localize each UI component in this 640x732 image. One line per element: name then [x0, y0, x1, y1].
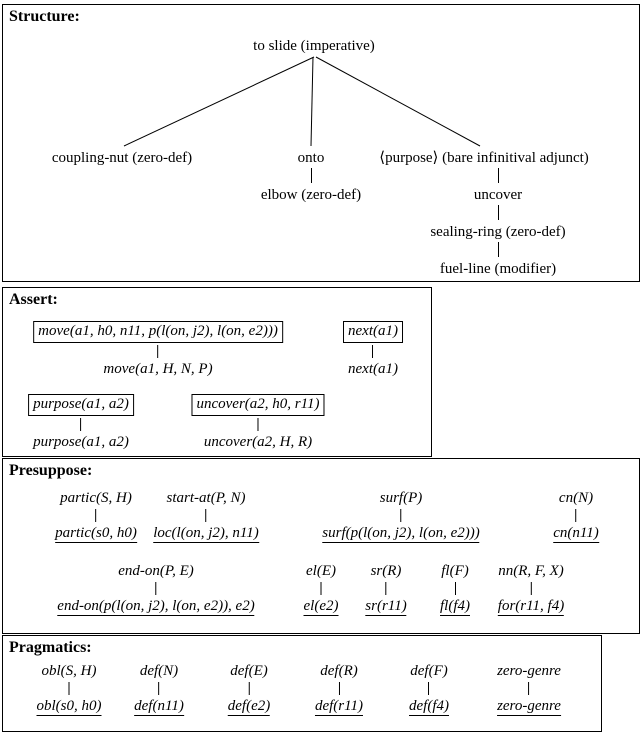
- presupposition-formula: partic(S, H): [60, 490, 132, 506]
- tree-edge: [310, 56, 314, 147]
- tree-node-fuel-line: fuel-line (modifier): [439, 261, 557, 277]
- presuppose-pair-surf: surf(P) surf(p(l(on, j2), l(on, e2))): [322, 489, 480, 543]
- pragmatic-formula: obl(S, H): [41, 663, 97, 679]
- connector-line: [158, 682, 160, 695]
- grounded-formula: sr(r11): [365, 598, 407, 616]
- grounded-formula: surf(p(l(on, j2), l(on, e2))): [322, 525, 480, 543]
- grounded-formula: zero-genre: [497, 698, 561, 716]
- connector-line: [530, 582, 532, 595]
- assert-move-boxed: move(a1, h0, n11, p(l(on, j2), l(on, e2)…: [33, 321, 283, 343]
- grounded-formula: cn(n11): [553, 525, 599, 543]
- presupposition-formula: el(E): [306, 563, 336, 579]
- presuppose-label: Presuppose:: [9, 462, 93, 479]
- presuppose-pair-fl: fl(F) fl(f4): [440, 562, 470, 616]
- connector-line: [257, 418, 259, 431]
- grounded-formula: obl(s0, h0): [36, 698, 102, 716]
- connector-line: [155, 582, 157, 595]
- assert-item-next: next(a1) next(a1): [343, 321, 403, 378]
- connector-line: [95, 509, 97, 522]
- pragmatics-section: Pragmatics: obl(S, H) obl(s0, h0) def(N)…: [2, 635, 602, 732]
- connector-line: [68, 682, 70, 695]
- presupposition-formula: cn(N): [558, 490, 594, 506]
- pragmatics-pair-def-e: def(E) def(e2): [227, 662, 271, 716]
- pragmatics-pair-obl: obl(S, H) obl(s0, h0): [36, 662, 102, 716]
- connector-line: [248, 682, 250, 695]
- presuppose-pair-el: el(E) el(e2): [303, 562, 339, 616]
- assert-next-resolved: next(a1): [348, 361, 398, 377]
- assert-uncover-resolved: uncover(a2, H, R): [203, 434, 313, 450]
- tree-node-purpose: ⟨purpose⟩ (bare infinitival adjunct): [379, 150, 589, 166]
- presuppose-pair-start-at: start-at(P, N) loc(l(on, j2), n11): [153, 489, 259, 543]
- connector-line: [157, 345, 159, 358]
- pragmatic-formula: def(N): [139, 663, 179, 679]
- tree-node-onto: onto: [297, 150, 325, 166]
- assert-purpose-boxed: purpose(a1, a2): [28, 394, 134, 416]
- grounded-formula: def(f4): [409, 698, 449, 716]
- presuppose-pair-sr: sr(R) sr(r11): [365, 562, 407, 616]
- grounded-formula: end-on(p(l(on, j2), l(on, e2)), e2): [57, 598, 255, 616]
- presupposition-formula: end-on(P, E): [118, 563, 194, 579]
- pragmatics-label: Pragmatics:: [9, 639, 92, 656]
- tree-node-sealing-ring: sealing-ring (zero-def): [430, 224, 566, 240]
- tree-edges: [123, 56, 499, 257]
- assert-item-move: move(a1, h0, n11, p(l(on, j2), l(on, e2)…: [33, 321, 283, 378]
- assert-move-resolved: move(a1, H, N, P): [103, 361, 213, 377]
- presuppose-pair-nn: nn(R, F, X) for(r11, f4): [497, 562, 565, 616]
- presupposition-formula: surf(P): [379, 490, 423, 506]
- grounded-formula: partic(s0, h0): [55, 525, 137, 543]
- assert-item-uncover: uncover(a2, h0, r11) uncover(a2, H, R): [191, 394, 325, 451]
- connector-line: [372, 345, 374, 358]
- connector-line: [80, 418, 82, 431]
- pragmatics-pair-zero-genre: zero-genre zero-genre: [497, 662, 561, 716]
- presuppose-section: Presuppose: partic(S, H) partic(s0, h0) …: [2, 458, 640, 634]
- tree-node-coupling-nut: coupling-nut (zero-def): [51, 150, 193, 166]
- connector-line: [205, 509, 207, 522]
- grounded-formula: for(r11, f4): [497, 598, 565, 616]
- grounded-formula: def(e2): [227, 698, 271, 716]
- connector-line: [400, 509, 402, 522]
- pragmatic-formula: zero-genre: [497, 663, 561, 679]
- grounded-formula: def(r11): [314, 698, 364, 716]
- pragmatics-pair-def-f: def(F) def(f4): [409, 662, 449, 716]
- connector-line: [385, 582, 387, 595]
- grounded-formula: loc(l(on, j2), n11): [153, 525, 259, 543]
- connector-line: [454, 582, 456, 595]
- presupposition-formula: start-at(P, N): [166, 490, 246, 506]
- structure-section: Structure: to slide (imperative) couplin…: [2, 4, 640, 282]
- connector-line: [338, 682, 340, 695]
- tree-edge: [123, 56, 315, 147]
- grounded-formula: def(n11): [134, 698, 184, 716]
- pragmatic-formula: def(E): [230, 663, 268, 679]
- grounded-formula: fl(f4): [440, 598, 470, 616]
- pragmatics-pair-def-n: def(N) def(n11): [134, 662, 184, 716]
- connector-line: [528, 682, 530, 695]
- assert-label: Assert:: [9, 291, 58, 308]
- assert-uncover-boxed: uncover(a2, h0, r11): [191, 394, 325, 416]
- presuppose-pair-partic: partic(S, H) partic(s0, h0): [55, 489, 137, 543]
- connector-line: [575, 509, 577, 522]
- presupposition-formula: fl(F): [441, 563, 469, 579]
- pragmatics-pair-def-r: def(R) def(r11): [314, 662, 364, 716]
- structure-label: Structure:: [9, 8, 80, 25]
- assert-next-boxed: next(a1): [343, 321, 403, 343]
- pragmatic-formula: def(R): [320, 663, 358, 679]
- presuppose-pair-cn: cn(N) cn(n11): [553, 489, 599, 543]
- connector-line: [320, 582, 322, 595]
- presupposition-formula: sr(R): [370, 563, 402, 579]
- tree-node-root: to slide (imperative): [253, 38, 375, 54]
- assert-purpose-resolved: purpose(a1, a2): [33, 434, 129, 450]
- presuppose-pair-end-on: end-on(P, E) end-on(p(l(on, j2), l(on, e…: [57, 562, 255, 616]
- assert-item-purpose: purpose(a1, a2) purpose(a1, a2): [28, 394, 134, 451]
- tree-node-elbow: elbow (zero-def): [260, 187, 362, 203]
- grounded-formula: el(e2): [303, 598, 339, 616]
- tree-edge: [315, 56, 481, 147]
- connector-line: [428, 682, 430, 695]
- presupposition-formula: nn(R, F, X): [498, 563, 564, 579]
- assert-section: Assert: move(a1, h0, n11, p(l(on, j2), l…: [2, 287, 432, 457]
- pragmatic-formula: def(F): [410, 663, 448, 679]
- tree-node-uncover: uncover: [473, 187, 523, 203]
